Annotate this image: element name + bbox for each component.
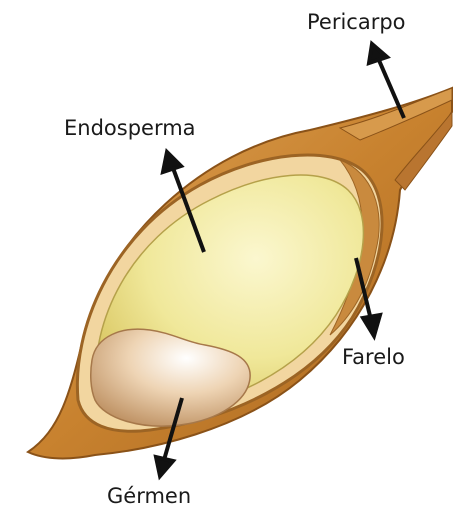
- label-germen: Gérmen: [107, 486, 191, 507]
- pericarpo-arrowhead: [369, 44, 387, 63]
- endosperma-arrowhead: [163, 152, 181, 172]
- farelo-arrowhead: [363, 315, 380, 336]
- label-farelo: Farelo: [342, 347, 405, 368]
- label-pericarpo: Pericarpo: [307, 12, 406, 33]
- germen-arrowhead: [156, 457, 173, 476]
- label-endosperma: Endosperma: [64, 118, 196, 139]
